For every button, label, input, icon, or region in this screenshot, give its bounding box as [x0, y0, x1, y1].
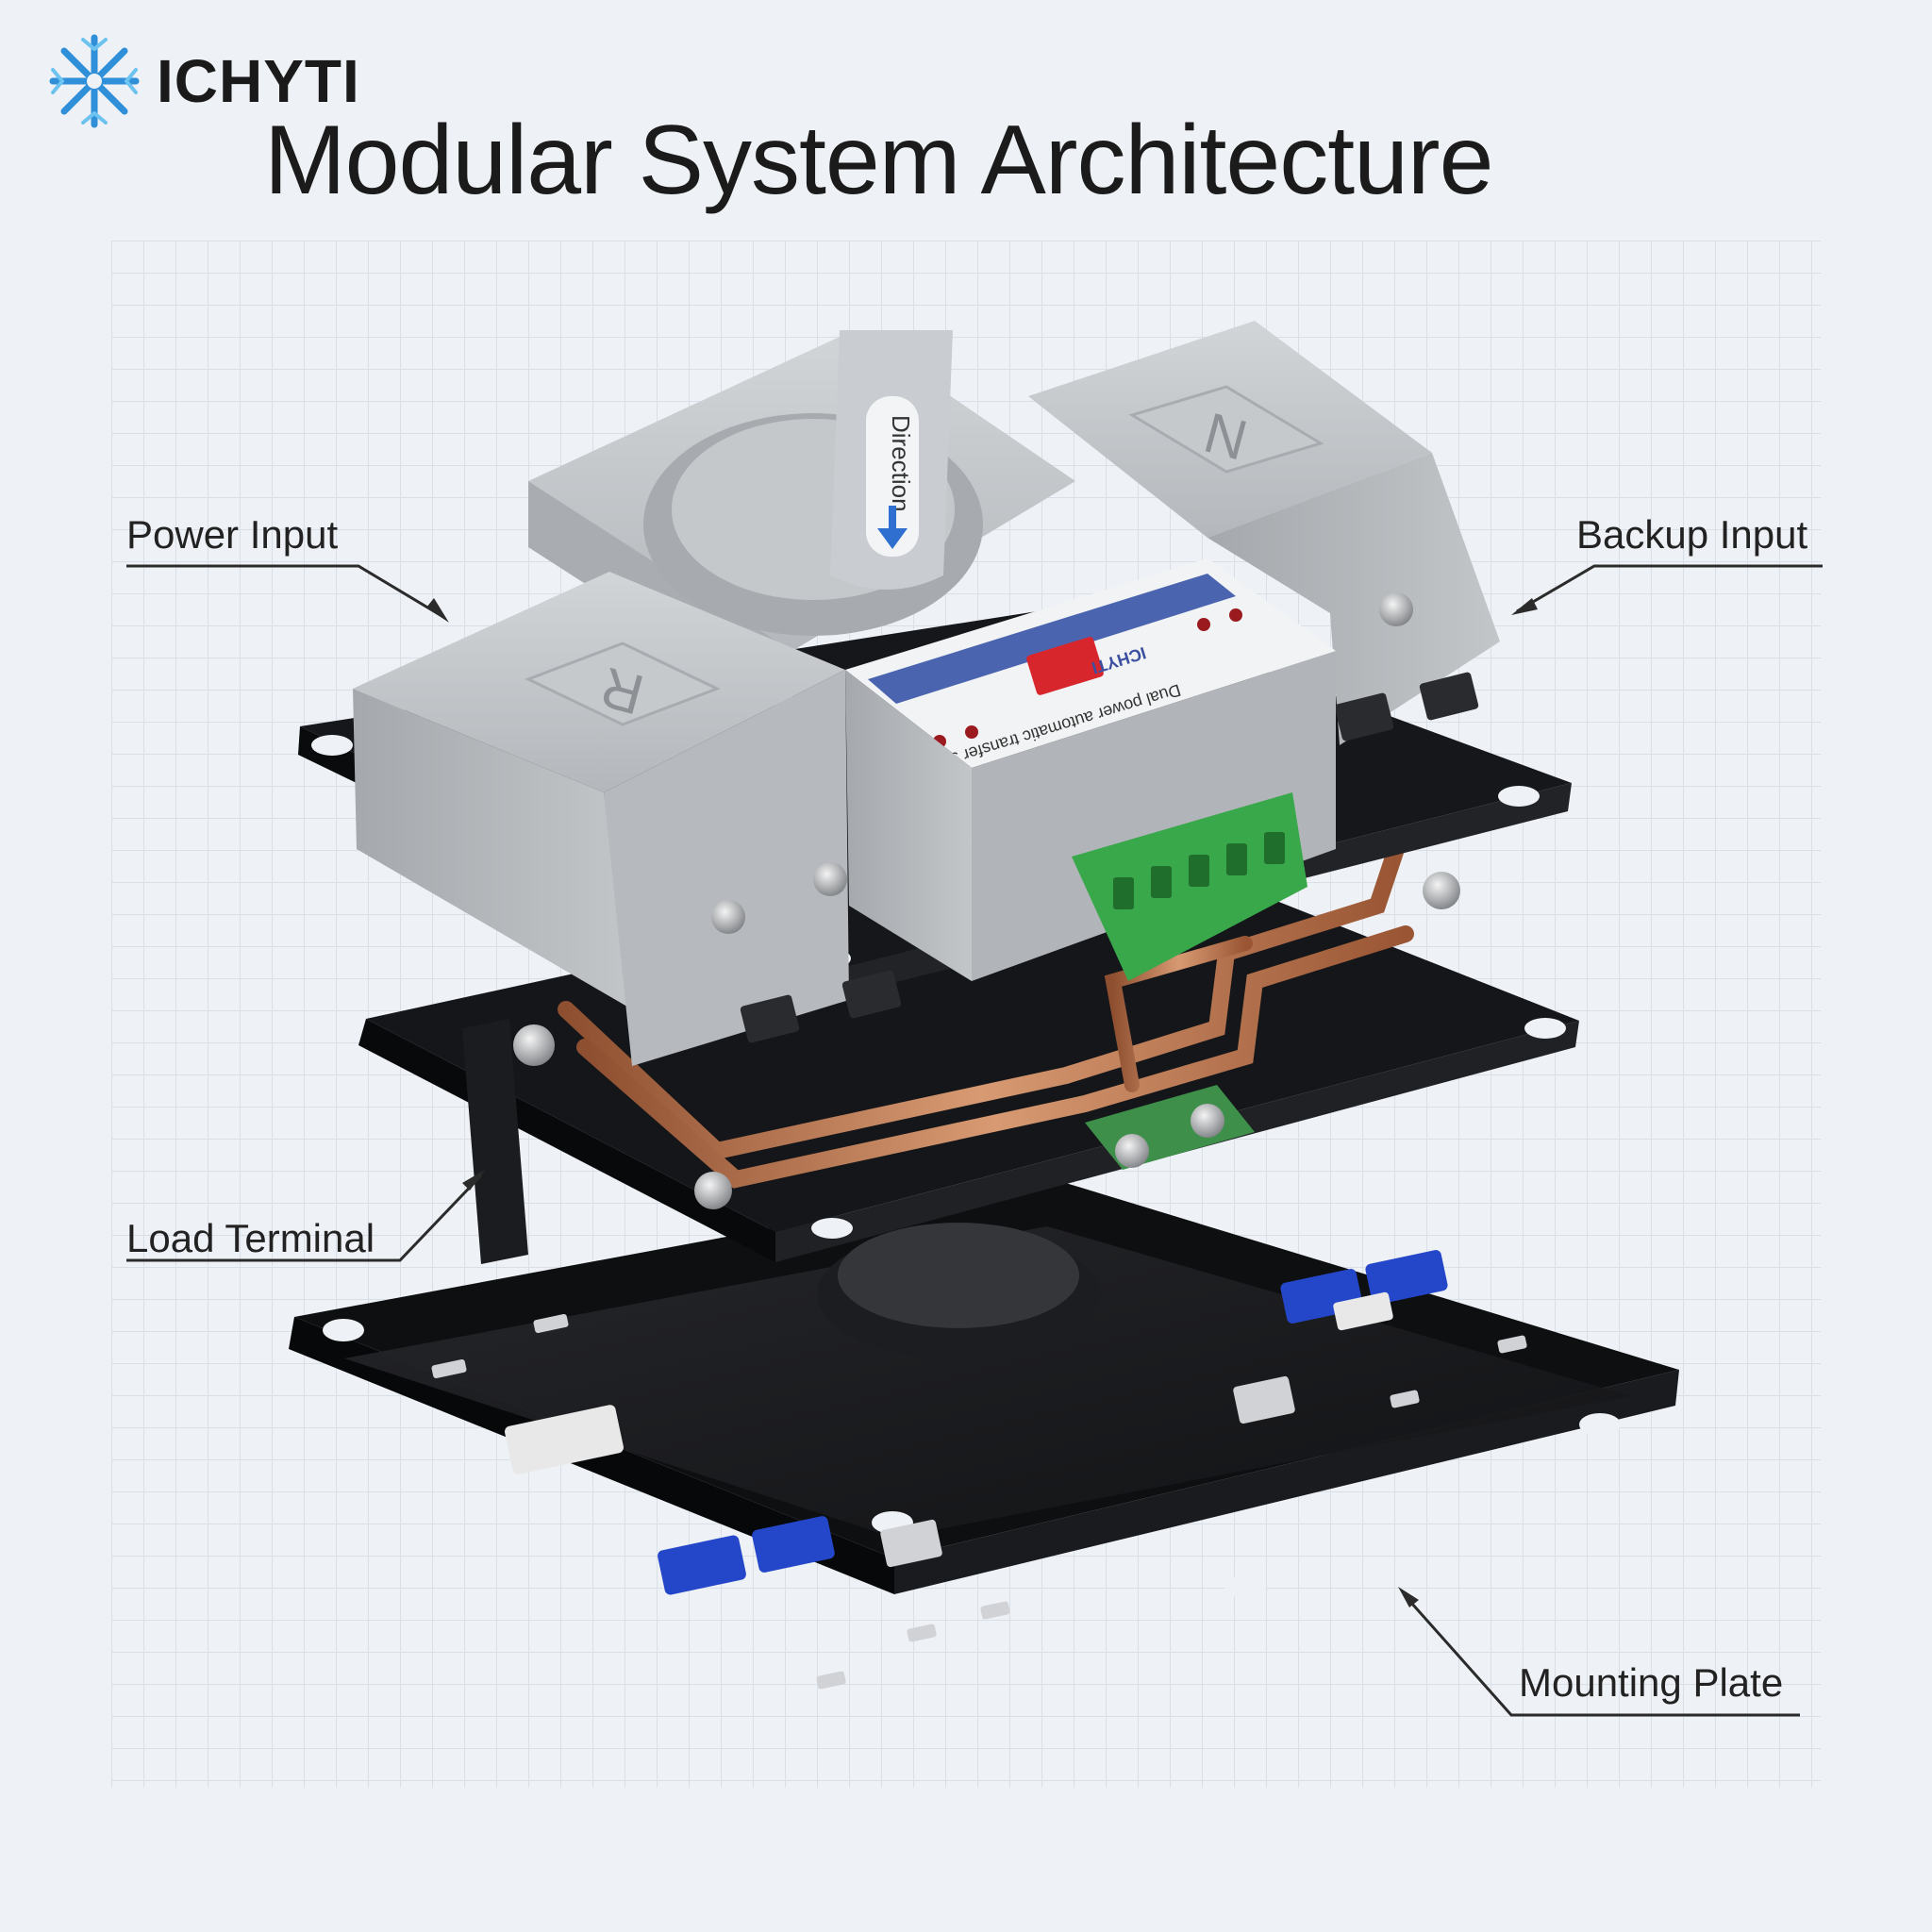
snowflake-burst-icon	[49, 34, 140, 128]
load-terminal-bracket	[462, 1019, 528, 1264]
callout-load-terminal: Load Terminal	[126, 1216, 375, 1260]
indicator-led	[1197, 618, 1210, 631]
din-clip	[505, 1250, 1448, 1595]
page-title: Modular System Architecture	[264, 106, 1493, 215]
direction-arrow-icon	[877, 528, 908, 549]
rocker-switch[interactable]	[1025, 636, 1105, 696]
middle-plate	[358, 841, 1579, 1264]
callout-power-input: Power Input	[126, 512, 339, 557]
green-terminal-block	[1072, 792, 1307, 981]
callout-mounting-plate: Mounting Plate	[1519, 1660, 1784, 1705]
brand-name: ICHYTI	[157, 47, 360, 115]
plate-hole	[1224, 1575, 1266, 1598]
left-switch-module: R	[353, 572, 902, 1066]
plate-hole	[323, 1319, 364, 1341]
load-terminal-screw	[513, 1024, 555, 1066]
handle-direction-label: Direction	[887, 415, 915, 512]
callout-leaders	[126, 564, 1823, 1717]
callout-backup-input: Backup Input	[1576, 512, 1808, 557]
rotary-handle[interactable]: Direction	[830, 330, 953, 590]
brand-logo: ICHYTI	[45, 32, 360, 130]
right-switch-module: N	[1028, 321, 1500, 745]
indicator-led	[965, 725, 978, 739]
plate-hole	[1579, 1413, 1621, 1436]
center-control-module: Direction Dual power automatic transfer …	[528, 330, 1336, 981]
mounting-plate	[289, 1177, 1679, 1690]
callout-arrowheads	[426, 598, 1538, 1607]
indicator-led	[1229, 608, 1242, 622]
